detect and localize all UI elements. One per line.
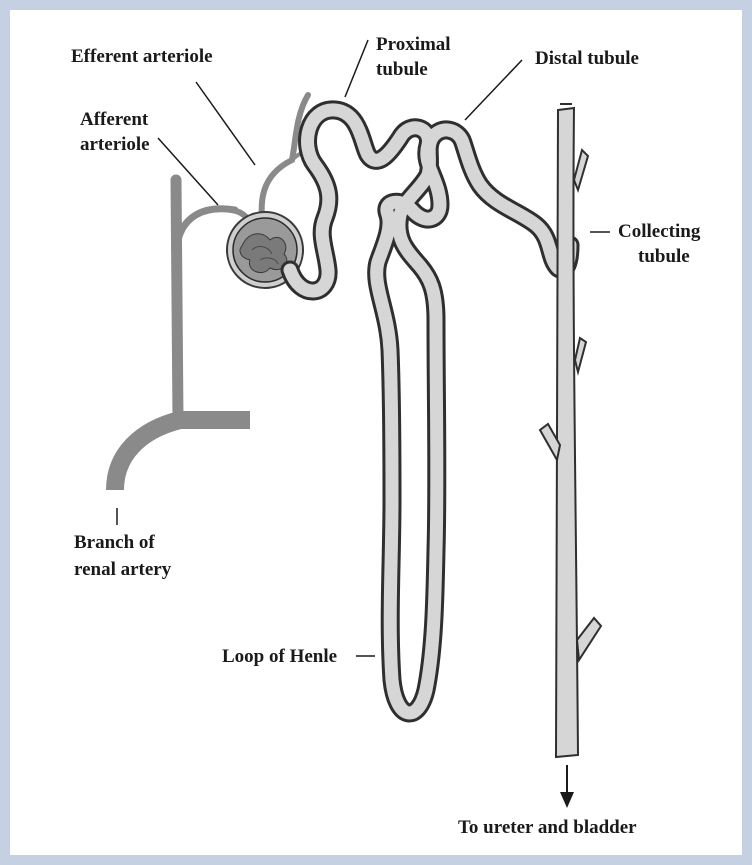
label-collecting-tubule-line1: Collecting — [618, 221, 701, 242]
label-collecting-tubule-line2: tubule — [638, 246, 690, 267]
label-afferent-arteriole-line1: Afferent — [80, 109, 149, 130]
label-distal-tubule: Distal tubule — [535, 48, 639, 69]
label-proximal-tubule-line1: Proximal — [376, 34, 451, 55]
outflow-arrow — [560, 765, 574, 808]
label-branch-renal-artery-line1: Branch of — [74, 532, 155, 553]
leader-proximal — [345, 40, 368, 97]
label-efferent-arteriole: Efferent arteriole — [71, 46, 213, 67]
collecting-tubule — [540, 104, 601, 757]
label-proximal-tubule-line2: tubule — [376, 59, 428, 80]
leader-efferent — [196, 82, 255, 165]
label-loop-of-henle: Loop of Henle — [222, 646, 337, 667]
renal-artery-branch — [115, 180, 250, 490]
label-to-ureter-bladder: To ureter and bladder — [458, 817, 637, 838]
label-branch-renal-artery-line2: renal artery — [74, 559, 172, 580]
leader-distal — [465, 60, 522, 120]
leader-afferent — [158, 138, 218, 205]
label-afferent-arteriole-line2: arteriole — [80, 134, 150, 155]
nephron-tubule — [290, 110, 570, 713]
